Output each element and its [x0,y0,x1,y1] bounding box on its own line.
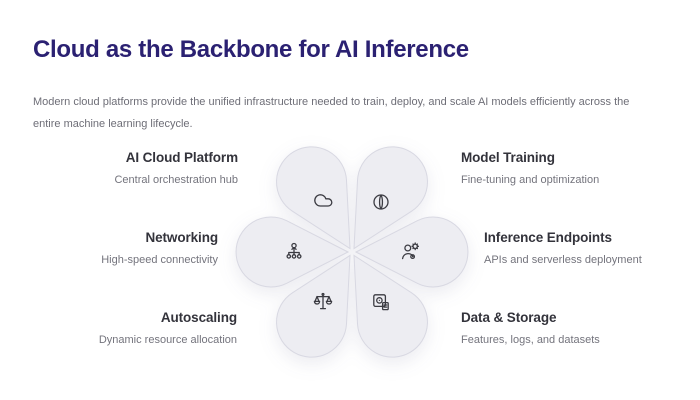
page-description: Modern cloud platforms provide the unifi… [33,96,630,130]
item-label-inference-endpoints: Inference Endpoints APIs and serverless … [484,230,642,266]
item-label-autoscaling: Autoscaling Dynamic resource allocation [99,310,237,346]
item-label-model-training: Model Training Fine-tuning and optimizat… [461,150,599,186]
item-title: Model Training [461,150,555,165]
item-title: AI Cloud Platform [125,150,238,165]
item-label-ai-cloud-platform: AI Cloud Platform Central orchestration … [114,150,238,186]
brain-icon [369,190,393,214]
flower-diagram [235,146,469,358]
user-gear-icon [398,240,422,264]
petal-bottom-left [276,254,351,358]
disk-file-icon [369,290,393,314]
item-title: Inference Endpoints [484,230,612,245]
item-subtitle: High-speed connectivity [101,254,218,266]
item-subtitle: Features, logs, and datasets [461,334,600,346]
network-nodes-icon [282,240,306,264]
item-title: Data & Storage [461,310,557,325]
item-title: Autoscaling [160,310,237,325]
item-subtitle: APIs and serverless deployment [484,254,642,266]
petal-top-left [276,146,351,250]
item-subtitle: Central orchestration hub [114,174,238,186]
item-subtitle: Fine-tuning and optimization [461,174,600,186]
item-label-networking: Networking High-speed connectivity [101,230,218,266]
item-label-data-storage: Data & Storage Features, logs, and datas… [461,310,600,346]
cloud-icon [311,190,335,214]
petal-middle-right [354,216,469,288]
petal-top-right [353,146,428,250]
scales-icon [311,290,335,314]
item-title: Networking [145,230,218,245]
petal-bottom-right [353,254,428,358]
item-subtitle: Dynamic resource allocation [98,334,237,346]
page-title: Cloud as the Backbone for AI Inference [33,36,469,63]
